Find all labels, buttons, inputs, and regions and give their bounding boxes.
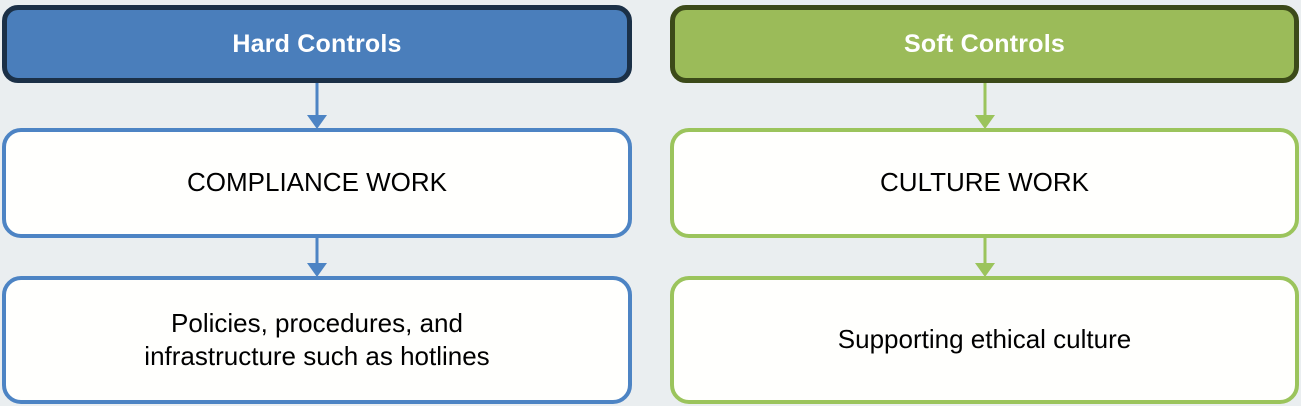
arrow-soft-middle-to-bottom (972, 238, 998, 277)
arrow-stem (315, 83, 319, 116)
arrow-head-icon (307, 263, 327, 277)
arrow-head-icon (307, 115, 327, 129)
node-soft-controls-header[interactable]: Soft Controls (670, 5, 1299, 83)
arrow-soft-header-to-middle (972, 83, 998, 129)
node-soft-controls-header-label: Soft Controls (904, 29, 1065, 58)
arrow-hard-middle-to-bottom (304, 238, 330, 277)
node-hard-controls-detail[interactable]: Policies, procedures, and infrastructure… (2, 276, 632, 404)
column-soft-controls: Soft Controls CULTURE WORK Supporting et… (670, 0, 1299, 406)
arrow-head-icon (974, 115, 995, 129)
node-culture-work[interactable]: CULTURE WORK (670, 128, 1299, 238)
arrow-stem (983, 238, 986, 264)
node-soft-controls-detail[interactable]: Supporting ethical culture (670, 276, 1299, 404)
arrow-stem (983, 83, 986, 116)
node-compliance-work[interactable]: COMPLIANCE WORK (2, 128, 632, 238)
node-culture-work-label: CULTURE WORK (880, 167, 1089, 198)
node-soft-controls-detail-label: Supporting ethical culture (837, 324, 1132, 355)
arrow-hard-header-to-middle (304, 83, 330, 129)
column-hard-controls: Hard Controls COMPLIANCE WORK Policies, … (2, 0, 632, 406)
node-hard-controls-header-label: Hard Controls (232, 29, 402, 58)
node-hard-controls-header[interactable]: Hard Controls (2, 5, 632, 83)
node-hard-controls-detail-label: Policies, procedures, and infrastructure… (144, 307, 490, 371)
arrow-stem (315, 238, 319, 264)
arrow-head-icon (974, 263, 995, 277)
node-compliance-work-label: COMPLIANCE WORK (186, 167, 448, 198)
